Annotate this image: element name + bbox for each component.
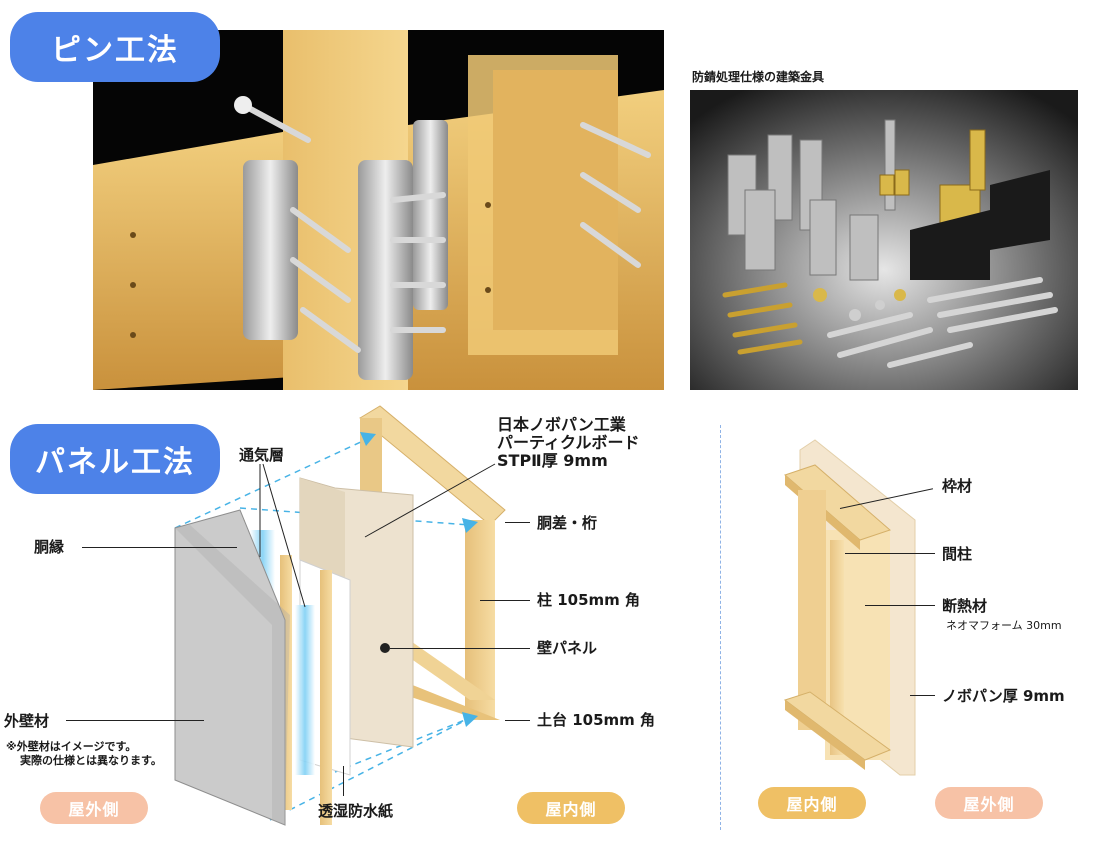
note-line-1: ※外壁材はイメージです。 <box>6 740 137 753</box>
hardware-caption: 防錆処理仕様の建築金具 <box>692 70 825 84</box>
label-exterior-wall: 外壁材 <box>4 712 50 730</box>
panel-outside-badge: 屋外側 <box>40 792 148 824</box>
label-beam: 胴差・桁 <box>537 514 598 532</box>
novopan-leader <box>910 695 935 696</box>
panel-outside-text: 屋外側 <box>68 800 120 819</box>
label-column: 柱 105mm 角 <box>537 591 641 609</box>
wall-section-diagram <box>770 430 930 780</box>
panel-exploded-diagram <box>0 400 720 851</box>
moisture-paper-leader <box>343 766 344 796</box>
section-inside-text: 屋内側 <box>786 795 838 814</box>
beam-leader <box>505 522 530 523</box>
label-moisture-paper: 透湿防水紙 <box>318 802 394 820</box>
section-outside-badge: 屋外側 <box>935 787 1043 819</box>
label-stud: 間柱 <box>942 545 973 563</box>
panel-inside-badge: 屋内側 <box>517 792 625 824</box>
board-leader <box>364 463 496 538</box>
insulation-leader <box>865 605 935 606</box>
label-board-spec: STPⅡ厚 9mm <box>497 451 608 470</box>
label-frame: 枠材 <box>942 477 973 495</box>
wall-panel-leader <box>390 648 530 649</box>
label-insulation: 断熱材 <box>942 597 988 615</box>
label-novopan: ノボパン厚 9mm <box>942 687 1065 705</box>
pin-method-title: ピン工法 <box>10 12 220 82</box>
furring-leader <box>82 547 237 548</box>
pin-construction-image <box>93 30 664 390</box>
stud-leader <box>845 553 935 554</box>
air-layer-leader <box>259 463 306 608</box>
pin-method-title-text: ピン工法 <box>51 33 179 68</box>
label-insulation-spec: ネオマフォーム 30mm <box>946 619 1062 632</box>
panel-inside-text: 屋内側 <box>545 800 597 819</box>
panel-method-title: パネル工法 <box>10 424 220 494</box>
section-outside-text: 屋外側 <box>963 795 1015 814</box>
section-divider <box>720 425 721 830</box>
panel-method-title-text: パネル工法 <box>35 445 195 480</box>
label-board-type: パーティクルボード <box>497 433 640 452</box>
label-board-maker: 日本ノボパン工業 <box>497 415 626 434</box>
column-leader <box>480 600 530 601</box>
label-sill: 土台 105mm 角 <box>537 711 656 729</box>
exterior-wall-leader <box>66 720 204 721</box>
label-wall-panel: 壁パネル <box>537 639 598 657</box>
section-inside-badge: 屋内側 <box>758 787 866 819</box>
label-air-layer: 通気層 <box>239 446 285 464</box>
sill-leader <box>505 720 530 721</box>
hardware-photo <box>690 90 1078 390</box>
label-furring: 胴縁 <box>34 538 65 556</box>
note-line-2: 実際の仕様とは異なります。 <box>20 754 162 767</box>
